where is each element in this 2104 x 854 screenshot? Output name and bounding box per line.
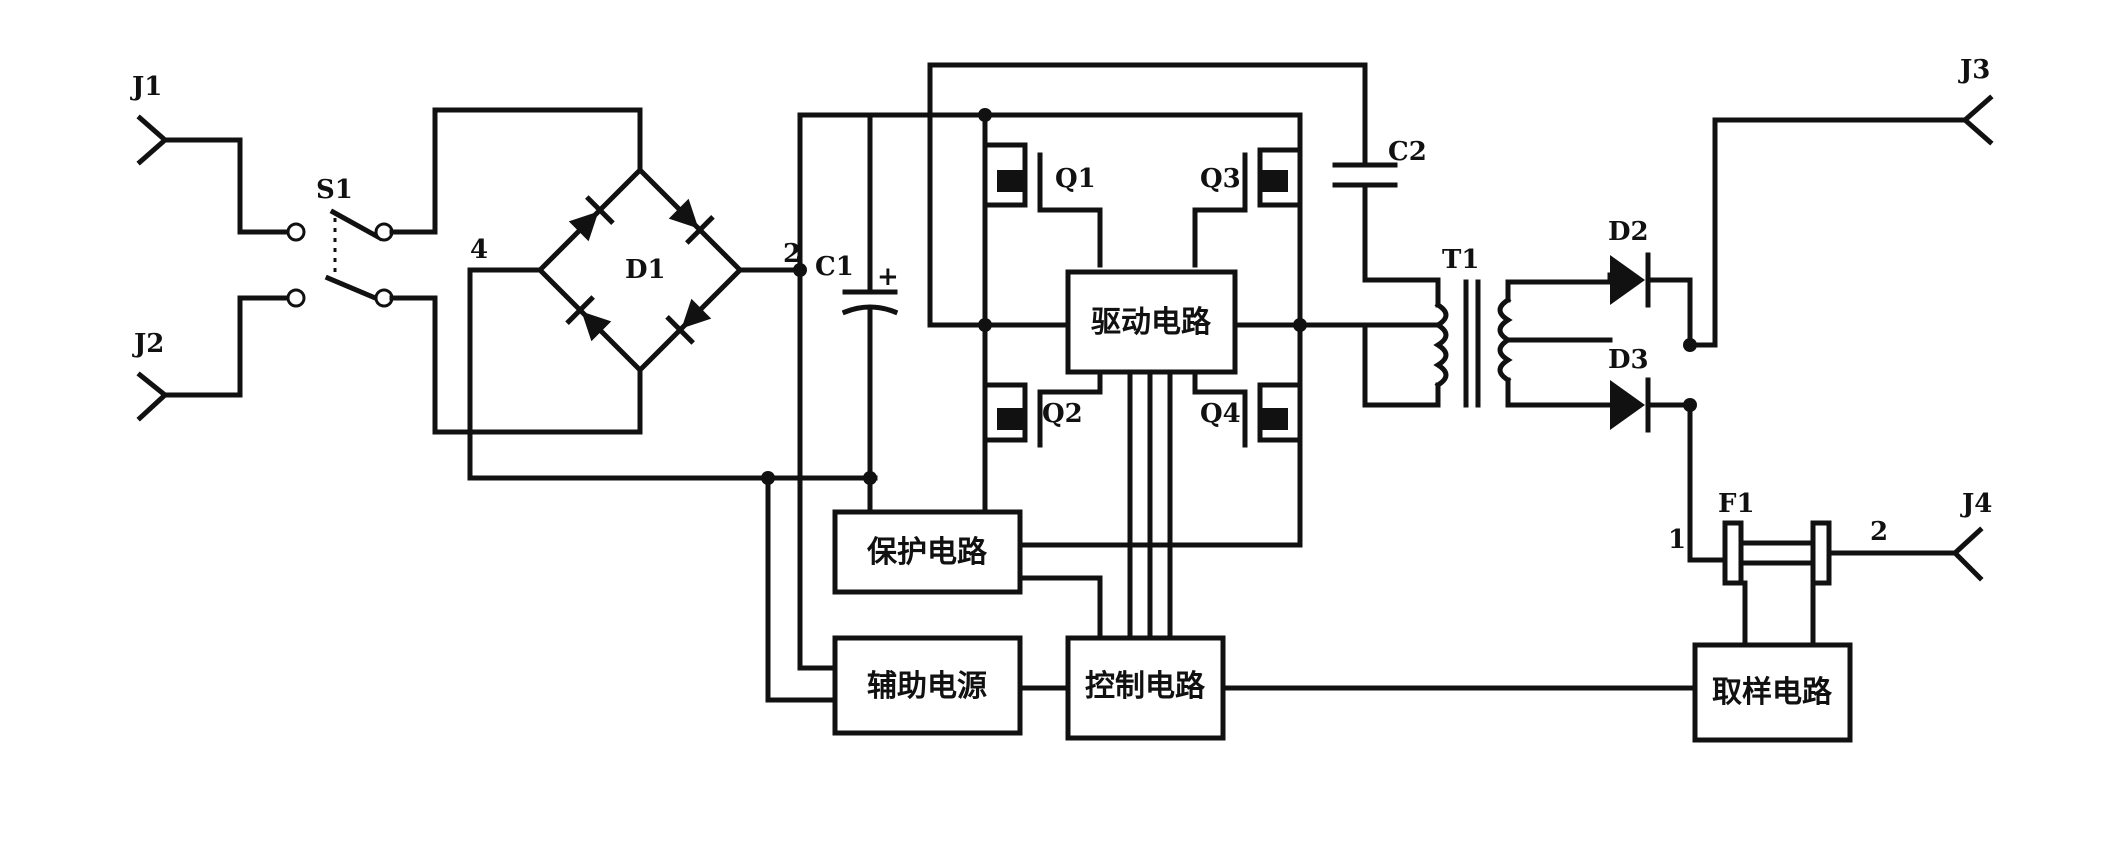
connector-j3 — [1961, 94, 1994, 146]
connector-j4 — [1951, 526, 1984, 582]
label-node-2: 2 — [783, 239, 801, 269]
label-s1: S1 — [316, 175, 353, 205]
mosfet-q3 — [1192, 147, 1303, 268]
drive-control-bus — [1127, 369, 1173, 641]
label-c1: C1 — [815, 252, 854, 282]
label-c2: C2 — [1388, 137, 1427, 167]
c2-top-wire — [927, 62, 1368, 328]
control-circuit-label: 控制电路 — [1085, 669, 1206, 704]
label-j4: J4 — [1960, 489, 1992, 519]
label-q2: Q2 — [1042, 399, 1083, 429]
drive-circuit-label: 驱动电路 — [1091, 305, 1212, 340]
fuse-f1 — [1722, 520, 1958, 586]
label-q3: Q3 — [1200, 164, 1241, 194]
capacitor-c2 — [1332, 162, 1441, 283]
diode-d3 — [1610, 377, 1693, 433]
positive-rail-top — [797, 112, 988, 273]
transformer-t1 — [1362, 277, 1613, 408]
label-j3: J3 — [1958, 55, 1990, 85]
label-t1: T1 — [1442, 245, 1479, 275]
aux-supply-wire — [797, 267, 838, 671]
label-f1-pin1: 1 — [1668, 525, 1686, 555]
label-c1-plus: + — [877, 262, 899, 292]
sampling-circuit-block — [1692, 642, 1853, 743]
protection-circuit-block — [832, 509, 1023, 595]
switch-s1 — [324, 107, 643, 435]
mosfet-q2 — [982, 355, 1103, 448]
mosfet-q1 — [982, 142, 1103, 268]
mosfet-q4 — [1192, 355, 1303, 448]
label-j1: J1 — [130, 72, 162, 102]
label-f1: F1 — [1718, 489, 1755, 519]
label-j2: J2 — [132, 329, 164, 359]
protect-to-control-wire — [1017, 575, 1103, 641]
capacitor-c1 — [841, 112, 899, 481]
output-positive-wire — [1687, 117, 1968, 348]
connector-j2 — [136, 288, 306, 422]
label-q4: Q4 — [1200, 399, 1241, 429]
negative-rail-wire — [467, 267, 878, 481]
protection-circuit-label: 保护电路 — [867, 535, 988, 570]
label-d3: D3 — [1608, 345, 1649, 375]
label-f1-pin2: 2 — [1870, 517, 1888, 547]
right-leg-wire — [982, 112, 1303, 548]
control-circuit-block — [1065, 635, 1226, 741]
aux-power-label: 辅助电源 — [867, 669, 987, 704]
sampling-circuit-label: 取样电路 — [1712, 675, 1833, 710]
label-node-4: 4 — [470, 235, 488, 265]
diode-d2 — [1607, 252, 1693, 348]
output-negative-wire — [1687, 402, 1728, 563]
aux-ground-wire — [765, 475, 838, 703]
label-d1: D1 — [625, 255, 666, 285]
label-q1: Q1 — [1055, 164, 1096, 194]
label-d2: D2 — [1608, 217, 1649, 247]
connector-j1 — [136, 114, 306, 242]
